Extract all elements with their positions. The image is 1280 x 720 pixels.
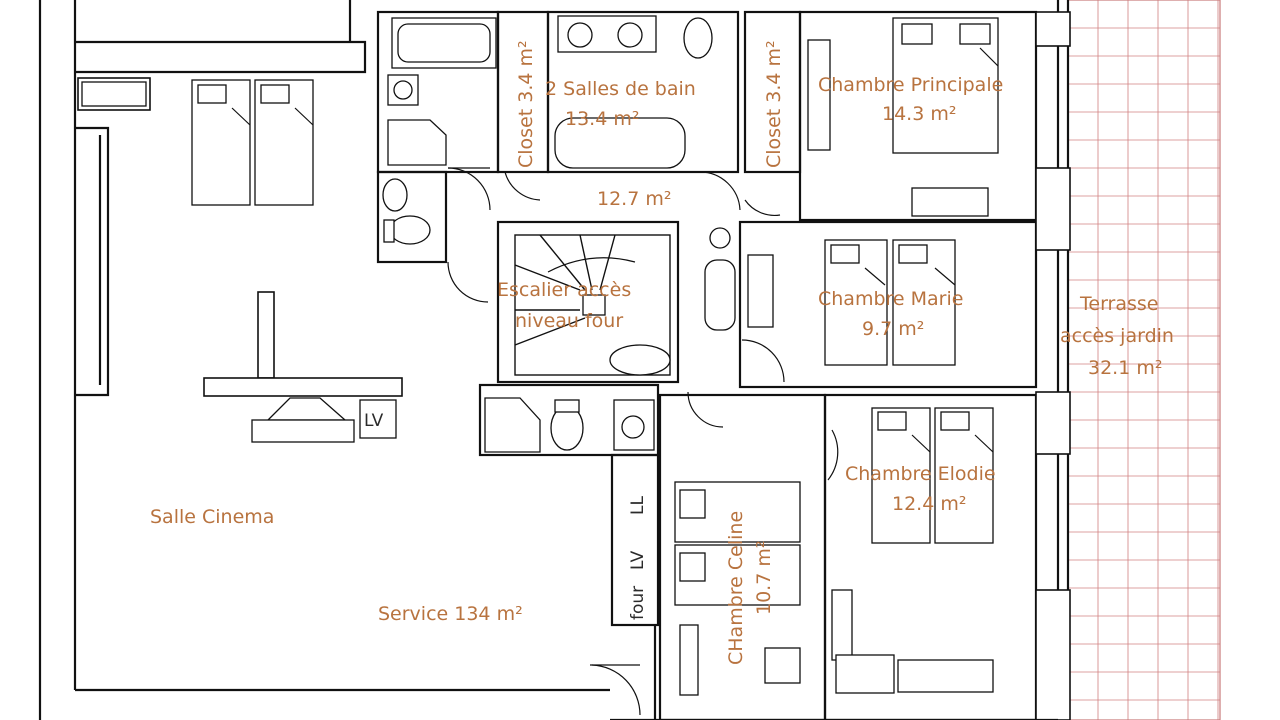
label-escalier-1: Escalier accès [497,279,631,301]
label-terrasse-2: accès jardin [1060,325,1174,347]
cinema-fixtures [203,291,403,443]
top-left-block [75,0,367,397]
label-chambre-principale: Chambre Principale [818,74,1003,96]
label-service: Service 134 m² [378,603,523,625]
label-salles-de-bain-area: 13.4 m² [565,108,639,130]
fixture-four: four [628,586,648,620]
stairs [496,220,736,384]
fixture-labels: LV LL LV four [364,411,648,620]
label-chambre-elodie-area: 12.4 m² [892,493,966,515]
label-hall-area: 12.7 m² [597,188,671,210]
label-chambre-principale-area: 14.3 m² [882,103,956,125]
cinema-beds [191,79,314,206]
chambre-principale-walls [798,10,1071,222]
chambre-marie-walls [738,167,1071,389]
label-salles-de-bain: 2 Salles de bain [545,78,696,100]
label-chambre-elodie: Chambre Elodie [845,463,996,485]
label-escalier-2: niveau four [515,310,623,332]
chambre-celine-walls [658,393,827,720]
label-terrasse-1: Terrasse [1079,293,1159,315]
label-salle-cinema: Salle Cinema [150,506,274,528]
chambre-elodie-walls [823,391,1071,720]
lower-bathroom [478,383,660,627]
label-terrasse-area: 32.1 m² [1088,357,1162,379]
door-arcs [447,167,839,716]
bottom-walls [610,625,1058,720]
fixture-lv-main: LV [364,411,384,431]
label-chambre-marie-area: 9.7 m² [862,318,924,340]
label-chambre-marie: Chambre Marie [818,288,963,310]
fixture-ll: LL [628,496,648,515]
room-labels: 2 Salles de bain 13.4 m² Closet 3.4 m² C… [150,40,1174,665]
label-closet-left: Closet 3.4 m² [515,40,537,168]
label-chambre-celine: CHambre Celine [725,511,747,665]
label-chambre-celine-area: 10.7 m² [753,541,775,615]
terrace-grid [1067,0,1220,720]
label-closet-right: Closet 3.4 m² [763,40,785,168]
fixture-lv-utility: LV [628,550,648,570]
